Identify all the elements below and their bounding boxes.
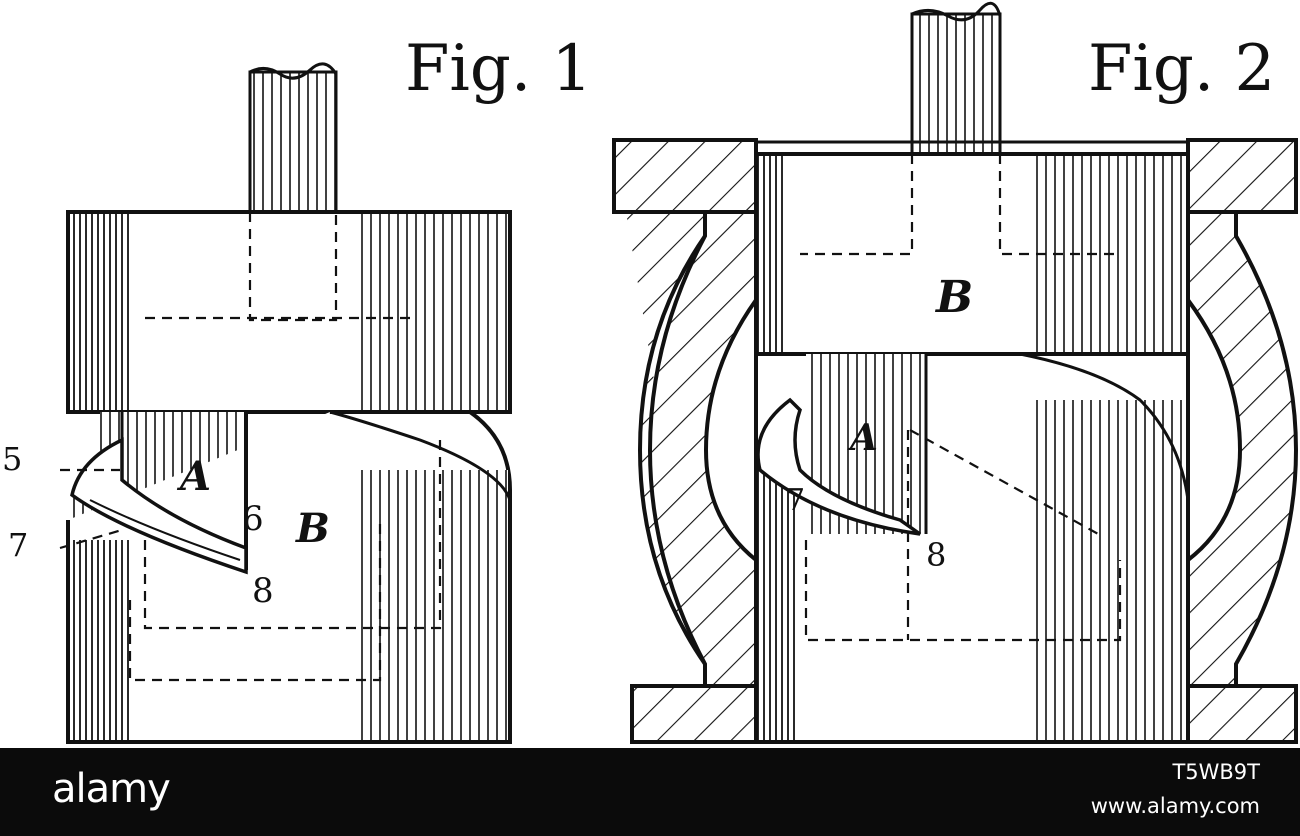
figure-2-title: Fig. 2 [1088,32,1275,106]
image-id: T5WB9T [1172,760,1260,784]
fig1-hidden-lines [59,212,442,682]
figure-1-title: Fig. 1 [405,32,592,106]
fig1-label-a: A [176,453,211,500]
figure-2: Fig. 2 [612,1,1299,744]
fig2-label-a: A [847,417,878,459]
fig1-stem [248,62,338,214]
fig2-hidden-lines [800,154,1122,642]
engraving-figure-area: Fig. 1 [2,1,1299,744]
fig1-lower-body [66,410,512,744]
fig1-label-5: 5 [2,440,22,478]
stock-watermark-band: alamy T5WB9T www.alamy.com [0,748,1300,836]
fig1-label-7: 7 [8,526,28,564]
fig1-label-6: 6 [242,499,264,539]
fig1-helical-blade [70,412,248,575]
fig2-label-7: 7 [786,483,805,518]
fig1-label-8: 8 [252,571,274,611]
fig2-helical-blade [756,397,922,536]
fig2-stem [910,1,1002,156]
fig1-label-b: B [295,505,330,552]
fig2-label-8: 8 [926,536,946,574]
fig1-upper-block [66,210,512,414]
fig2-housing [612,138,1299,744]
fig2-label-b: B [934,272,973,323]
alamy-logo: alamy [52,766,171,812]
figure-1: Fig. 1 [2,32,592,744]
site-url: www.alamy.com [1090,794,1260,818]
fig2-lower-body [754,352,1190,744]
